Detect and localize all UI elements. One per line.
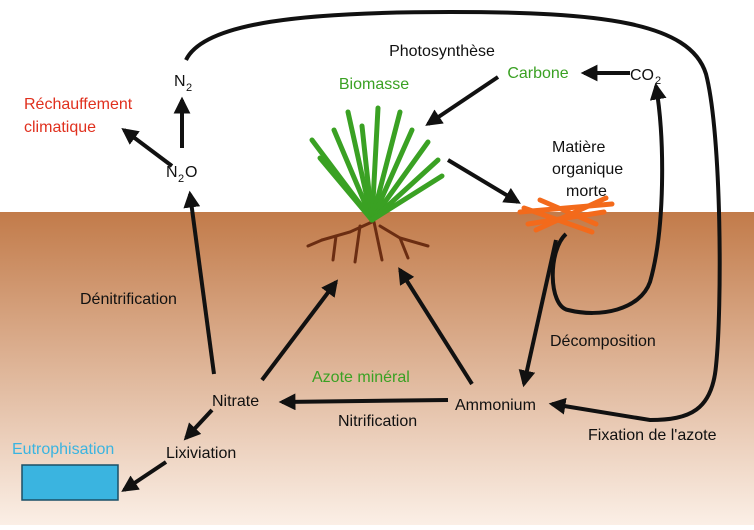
soil-area: [0, 212, 754, 525]
arrow-biomasse-to-matiere: [446, 158, 521, 204]
arrow-nitrification: [278, 393, 449, 411]
label-lixiviation: Lixiviation: [166, 445, 236, 462]
label-n2o-subscript: 2: [178, 173, 184, 185]
label-azote-mineral: Azote minéral: [312, 369, 410, 386]
label-denitrification: Dénitrification: [80, 291, 177, 308]
arrow-n2o-to-rechauffement: [121, 127, 174, 168]
label-photosynthese: Photosynthèse: [389, 43, 495, 60]
label-n2-subscript: 2: [186, 82, 192, 94]
label-nitrate: Nitrate: [212, 393, 259, 410]
plant-roots: [306, 220, 430, 264]
label-co2-main: CO: [630, 67, 654, 84]
label-fixation: Fixation de l'azote: [588, 427, 717, 444]
arrow-decomposition-to-ammonium: [518, 239, 558, 388]
label-matiere-line3: morte: [566, 183, 607, 200]
label-biomasse: Biomasse: [339, 76, 409, 93]
label-ammonium: Ammonium: [455, 397, 536, 414]
label-n2o-o: O: [185, 164, 197, 181]
arrow-denitrification: [183, 190, 216, 375]
label-matiere-line1: Matière: [552, 139, 605, 156]
label-matiere-line2: organique: [552, 161, 623, 178]
arrow-lixiviation-to-eutrophisation: [121, 460, 168, 492]
arrow-nitrogen-fixation: [184, 9, 722, 423]
arrows: [121, 9, 722, 492]
label-carbone: Carbone: [507, 65, 568, 82]
biomass-plant: [309, 105, 445, 223]
label-n2o: N 2 O: [166, 164, 197, 185]
label-eutrophisation: Eutrophisation: [12, 441, 114, 458]
arrow-ammonium-to-roots: [398, 267, 474, 386]
label-nitrification: Nitrification: [338, 413, 417, 430]
dead-organic-matter: [517, 195, 615, 235]
label-n2-main: N: [174, 73, 186, 90]
label-co2-subscript: 2: [655, 75, 661, 87]
label-rechauffement-line1: Réchauffement: [24, 96, 133, 113]
eutrophication-water: [21, 464, 119, 501]
label-n2o-n: N: [166, 164, 178, 181]
arrow-nitrate-to-lixiviation: [183, 408, 214, 441]
label-decomposition: Décomposition: [550, 333, 656, 350]
label-rechauffement-line2: climatique: [24, 119, 96, 136]
arrow-nitrate-to-roots: [260, 279, 339, 382]
arrow-carbone-to-biomasse: [425, 75, 500, 126]
label-co2: CO 2: [630, 67, 661, 87]
label-n2: N 2: [174, 73, 192, 94]
arrow-matiere-to-co2: [550, 82, 667, 315]
